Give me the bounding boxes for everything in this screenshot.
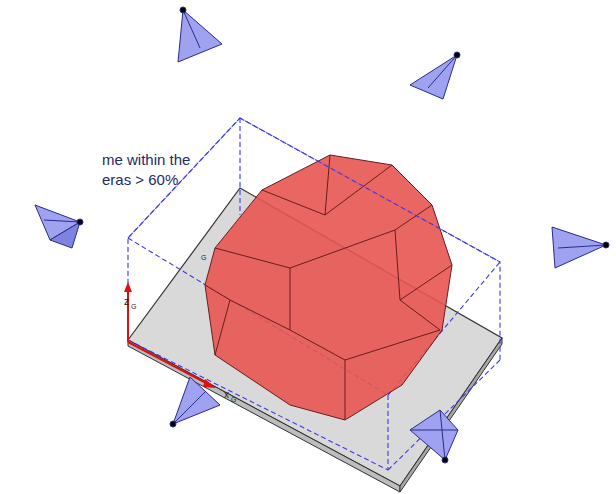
axis-subscript: G <box>131 303 136 310</box>
axis-label: z <box>124 297 129 307</box>
axis-label: x <box>224 390 229 400</box>
callout-note: me within the eras > 60% <box>102 150 197 190</box>
axis-subscript: G <box>201 254 206 261</box>
axis-subscript: G <box>231 396 236 403</box>
